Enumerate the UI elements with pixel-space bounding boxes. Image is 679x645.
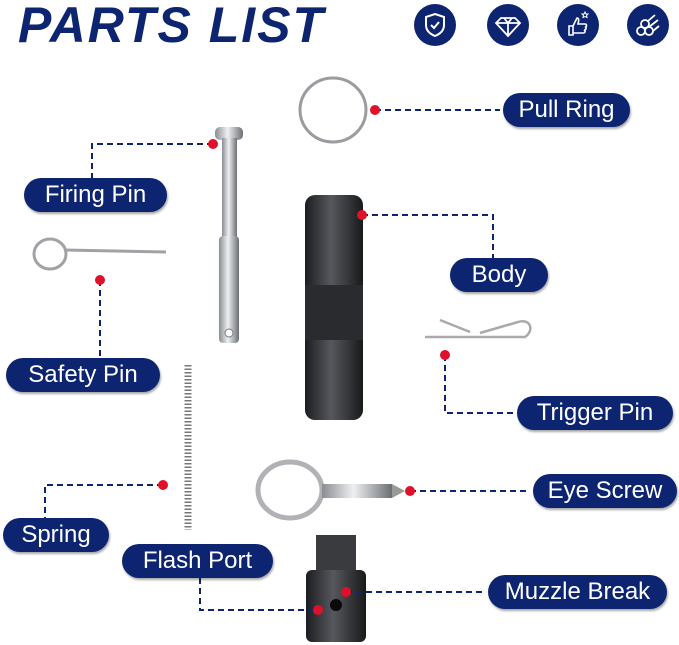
thumbs-up-icon bbox=[557, 4, 599, 46]
label-spring: Spring bbox=[3, 518, 109, 552]
leader-lines bbox=[44, 109, 530, 611]
label-pull-ring: Pull Ring bbox=[503, 93, 630, 127]
eye-screw-part bbox=[255, 459, 405, 521]
muzzle-break-part bbox=[306, 535, 366, 642]
safety-pin-part bbox=[32, 237, 167, 271]
trigger-pin-part bbox=[425, 318, 532, 339]
firing-pin-part bbox=[215, 127, 243, 343]
material-rods-icon bbox=[627, 4, 669, 46]
label-flash-port: Flash Port bbox=[122, 544, 273, 578]
pull-ring-part bbox=[298, 76, 368, 144]
shield-check-icon bbox=[414, 4, 456, 46]
diamond-icon bbox=[487, 4, 529, 46]
body-part bbox=[305, 195, 363, 420]
label-trigger-pin: Trigger Pin bbox=[517, 396, 673, 430]
marker-dots bbox=[95, 105, 450, 615]
label-body: Body bbox=[450, 258, 548, 292]
page-title: PARTS LIST bbox=[18, 0, 326, 53]
label-firing-pin: Firing Pin bbox=[24, 178, 167, 212]
label-muzzle-break: Muzzle Break bbox=[488, 575, 667, 609]
label-eye-screw: Eye Screw bbox=[533, 474, 677, 508]
label-safety-pin: Safety Pin bbox=[6, 358, 160, 392]
